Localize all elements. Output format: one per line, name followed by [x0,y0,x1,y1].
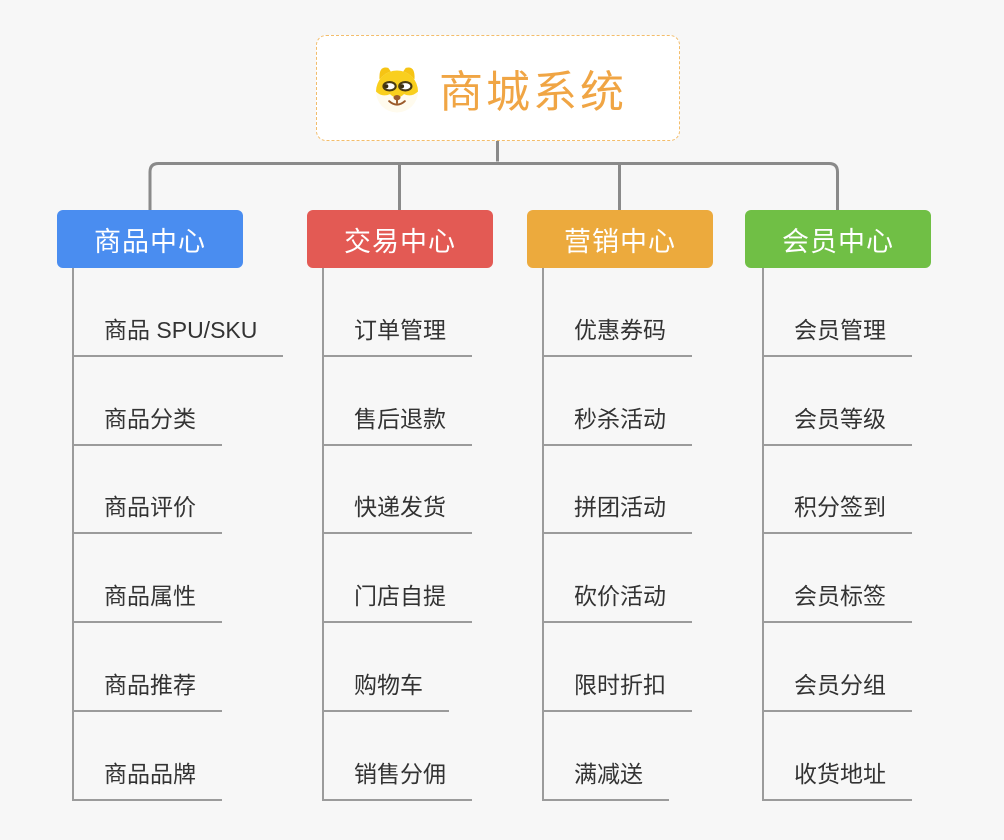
leaf-node[interactable]: 拼团活动 [544,446,692,535]
branch-column-member: 会员管理 会员等级 积分签到 会员标签 会员分组 收货地址 [762,268,912,801]
leaf-node[interactable]: 会员管理 [764,268,912,357]
doge-face-icon [376,67,418,113]
branch-node-product-center[interactable]: 商品中心 [57,210,243,268]
leaf-node[interactable]: 秒杀活动 [544,357,692,446]
leaf-node[interactable]: 会员标签 [764,534,912,624]
leaf-node[interactable]: 商品品牌 [74,712,222,801]
branch-node-trade-center[interactable]: 交易中心 [307,210,493,268]
leaf-node[interactable]: 限时折扣 [544,623,692,713]
leaf-node[interactable]: 积分签到 [764,446,912,535]
leaf-node[interactable]: 快递发货 [324,446,472,535]
leaf-node[interactable]: 购物车 [324,623,449,713]
branch-node-marketing-center[interactable]: 营销中心 [527,210,713,268]
leaf-node[interactable]: 商品评价 [74,446,222,535]
branch-column-marketing: 优惠券码 秒杀活动 拼团活动 砍价活动 限时折扣 满减送 [542,268,692,801]
root-node[interactable]: 商城系统 [316,35,680,141]
branch-column-product: 商品 SPU/SKU 商品分类 商品评价 商品属性 商品推荐 商品品牌 [72,268,284,801]
leaf-node[interactable]: 满减送 [544,712,669,801]
branch-label: 商品中心 [94,226,206,257]
leaf-node[interactable]: 收货地址 [764,712,912,801]
leaf-node[interactable]: 会员分组 [764,623,912,713]
branch-node-member-center[interactable]: 会员中心 [745,210,931,268]
leaf-node[interactable]: 商品推荐 [74,623,222,713]
leaf-node[interactable]: 售后退款 [324,357,472,446]
branch-column-trade: 订单管理 售后退款 快递发货 门店自提 购物车 销售分佣 [322,268,472,801]
leaf-node[interactable]: 砍价活动 [544,534,692,624]
leaf-node[interactable]: 商品分类 [74,357,222,446]
branch-label: 营销中心 [564,226,676,257]
branch-label: 交易中心 [344,226,456,257]
leaf-node[interactable]: 订单管理 [324,268,472,357]
branch-label: 会员中心 [782,226,894,257]
leaf-node[interactable]: 商品属性 [74,534,222,624]
leaf-node[interactable]: 门店自提 [324,534,472,624]
leaf-node[interactable]: 优惠券码 [544,268,692,357]
root-title: 商城系统 [439,68,627,117]
leaf-node[interactable]: 会员等级 [764,357,912,446]
leaf-node[interactable]: 销售分佣 [324,712,472,801]
leaf-node[interactable]: 商品 SPU/SKU [74,268,284,357]
